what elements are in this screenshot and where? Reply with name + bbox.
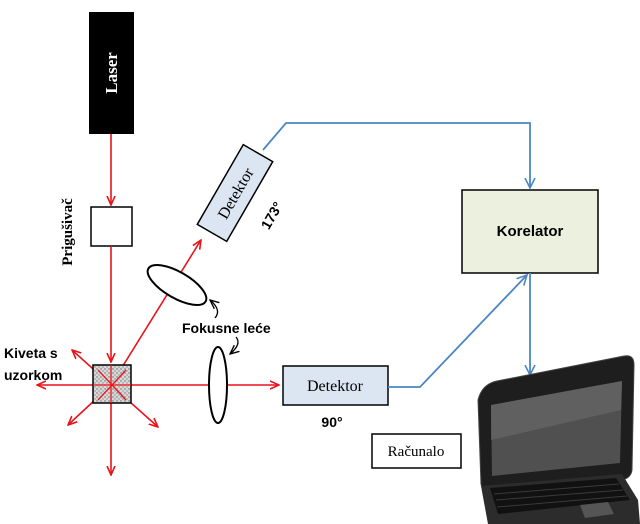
focusing-lens-90 <box>208 346 228 424</box>
focusing-lenses-label: Fokusne leće <box>182 320 271 336</box>
laser-source <box>89 12 134 134</box>
angle-90-label: 90° <box>321 414 342 430</box>
attenuator-label: Prigušivač <box>60 198 76 266</box>
cuvette-label-line1: Kiveta s <box>4 345 58 361</box>
cuvette-label-line2: uzorkom <box>4 367 62 383</box>
computer-label: Računalo <box>388 444 445 460</box>
attenuator-box <box>90 206 133 247</box>
correlator-label: Korelator <box>497 223 564 240</box>
lens-pointer-lower <box>230 336 238 354</box>
lens-pointer-upper <box>210 300 218 319</box>
signal-detector173-to-correlator <box>262 122 530 188</box>
computer-label-box <box>371 433 462 469</box>
focusing-lens-173 <box>146 264 208 306</box>
signal-detector90-to-correlator <box>388 275 527 388</box>
laptop-computer <box>477 355 640 524</box>
detector-90-label: Detektor <box>307 378 364 395</box>
angle-173-label: 173° <box>257 199 285 232</box>
correlator-box <box>461 189 599 274</box>
scatter-beam-173deg <box>110 240 201 386</box>
detector-90 <box>282 365 389 406</box>
laser-label: Laser <box>102 52 121 94</box>
